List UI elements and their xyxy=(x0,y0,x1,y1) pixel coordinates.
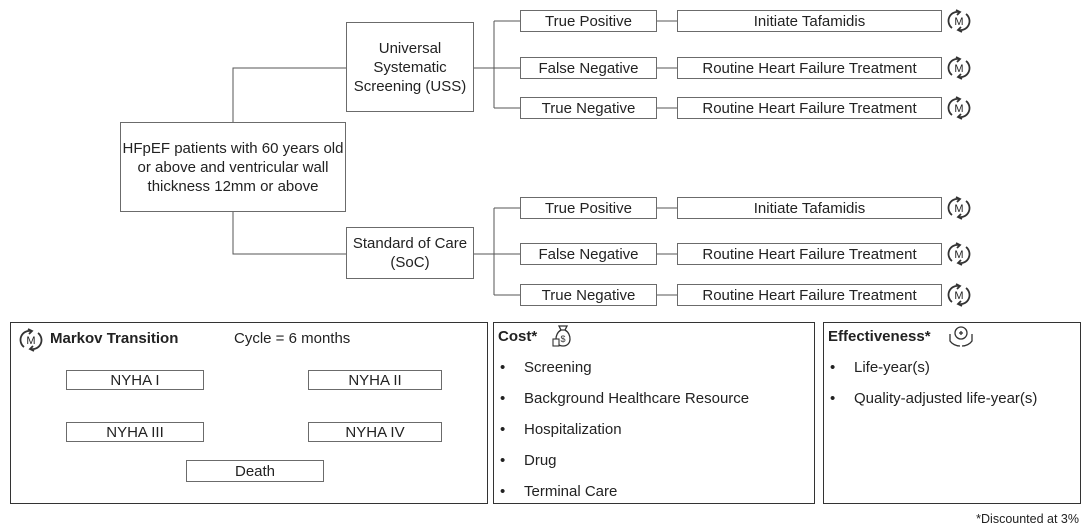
strategy-uss-box: Universal Systematic Screening (USS) xyxy=(346,22,474,112)
list-item: Life-year(s) xyxy=(828,352,1037,383)
treatment-label: Routine Heart Failure Treatment xyxy=(702,59,917,77)
root-population-box: HFpEF patients with 60 years old or abov… xyxy=(120,122,346,212)
result-label: True Negative xyxy=(541,286,636,304)
svg-text:M: M xyxy=(954,203,963,215)
uss-result-false-negative: False Negative xyxy=(520,57,657,79)
state-nyha-3: NYHA III xyxy=(66,422,204,442)
strategy-uss-label: Universal Systematic Screening (USS) xyxy=(353,39,467,95)
svg-text:M: M xyxy=(954,290,963,302)
result-label: True Positive xyxy=(545,12,632,30)
list-item: Quality-adjusted life-year(s) xyxy=(828,383,1037,414)
state-label: Death xyxy=(234,462,276,480)
svg-text:M: M xyxy=(954,249,963,261)
state-nyha-2: NYHA II xyxy=(308,370,442,390)
treatment-label: Initiate Tafamidis xyxy=(753,12,866,30)
state-label: NYHA IV xyxy=(345,423,405,441)
markov-cycle-icon: M xyxy=(947,283,971,307)
strategy-soc-box: Standard of Care (SoC) xyxy=(346,227,474,279)
footnote: *Discounted at 3% xyxy=(976,512,1079,526)
list-item: Terminal Care xyxy=(498,476,749,507)
result-label: True Positive xyxy=(545,199,632,217)
list-item: Drug xyxy=(498,445,749,476)
cost-panel-title: Cost* xyxy=(498,328,538,345)
markov-cycle-icon: M xyxy=(947,196,971,220)
svg-text:M: M xyxy=(954,16,963,28)
uss-treatment-routine-fn: Routine Heart Failure Treatment xyxy=(677,57,942,79)
result-label: True Negative xyxy=(541,99,636,117)
state-nyha-4: NYHA IV xyxy=(308,422,442,442)
state-death: Death xyxy=(186,460,324,482)
uss-treatment-routine-tn: Routine Heart Failure Treatment xyxy=(677,97,942,119)
svg-text:M: M xyxy=(954,63,963,75)
svg-text:$: $ xyxy=(560,334,565,344)
effectiveness-panel-title: Effectiveness* xyxy=(828,328,931,345)
treatment-label: Routine Heart Failure Treatment xyxy=(702,99,917,117)
soc-treatment-tafamidis: Initiate Tafamidis xyxy=(677,197,942,219)
result-label: False Negative xyxy=(538,59,639,77)
markov-cycle-icon: M xyxy=(947,242,971,266)
soc-treatment-routine-fn: Routine Heart Failure Treatment xyxy=(677,243,942,265)
treatment-label: Routine Heart Failure Treatment xyxy=(702,286,917,304)
svg-text:M: M xyxy=(954,103,963,115)
treatment-label: Routine Heart Failure Treatment xyxy=(702,245,917,263)
state-nyha-1: NYHA I xyxy=(66,370,204,390)
uss-result-true-negative: True Negative xyxy=(520,97,657,119)
strategy-soc-label: Standard of Care (SoC) xyxy=(352,235,468,271)
soc-result-false-negative: False Negative xyxy=(520,243,657,265)
soc-treatment-routine-tn: Routine Heart Failure Treatment xyxy=(677,284,942,306)
list-item: Screening xyxy=(498,352,749,383)
effectiveness-items-list: Life-year(s) Quality-adjusted life-year(… xyxy=(828,352,1037,414)
state-label: NYHA II xyxy=(348,371,402,389)
soc-result-true-positive: True Positive xyxy=(520,197,657,219)
treatment-label: Initiate Tafamidis xyxy=(753,199,866,217)
list-item: Hospitalization xyxy=(498,414,749,445)
state-label: NYHA I xyxy=(110,371,160,389)
state-label: NYHA III xyxy=(106,423,164,441)
uss-treatment-tafamidis: Initiate Tafamidis xyxy=(677,10,942,32)
soc-result-true-negative: True Negative xyxy=(520,284,657,306)
markov-cycle-length: Cycle = 6 months xyxy=(234,330,351,347)
markov-cycle-icon: M xyxy=(947,96,971,120)
money-bag-icon: $ xyxy=(552,325,571,347)
result-label: False Negative xyxy=(538,245,639,263)
svg-text:M: M xyxy=(26,335,35,347)
markov-cycle-icon: M xyxy=(947,9,971,33)
markov-cycle-icon: M xyxy=(947,56,971,80)
root-population-label: HFpEF patients with 60 years old or abov… xyxy=(122,139,344,195)
markov-panel-title: Markov Transition xyxy=(50,330,179,347)
markov-cycle-icon: M xyxy=(19,328,43,352)
cost-items-list: Screening Background Healthcare Resource… xyxy=(498,352,749,507)
health-hands-icon xyxy=(949,326,973,347)
list-item: Background Healthcare Resource xyxy=(498,383,749,414)
uss-result-true-positive: True Positive xyxy=(520,10,657,32)
